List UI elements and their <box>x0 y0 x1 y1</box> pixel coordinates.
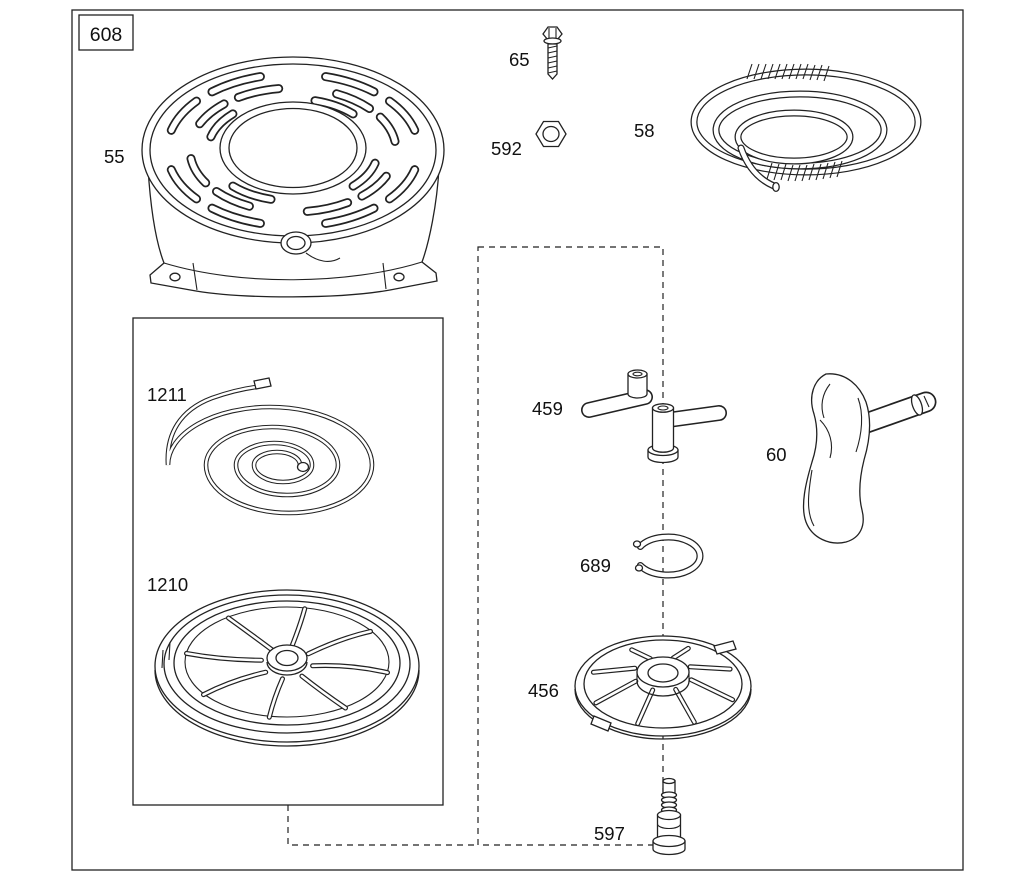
part-label-597: 597 <box>594 823 625 844</box>
part-55-blower-housing: 55 <box>104 56 445 298</box>
cup-rim-depth <box>574 688 752 740</box>
spring-pulley-group-box <box>132 317 444 806</box>
part-459-pawl-kit: 459 <box>532 369 727 464</box>
center-opening-inner <box>228 107 358 189</box>
mount-hole-right <box>393 272 405 282</box>
cup-hub-hole <box>647 663 679 683</box>
vent-slots-fill <box>168 73 418 227</box>
pulley-groove-2 <box>173 600 401 726</box>
handle-contour-3 <box>807 469 815 527</box>
rope-grommet <box>280 231 312 255</box>
part-label-60: 60 <box>766 444 787 465</box>
spring-spiral-fill <box>166 385 374 515</box>
rope-knurl-bottom <box>766 160 843 182</box>
cup-notch-tab-2 <box>590 715 612 732</box>
part-label-1211: 1211 <box>147 384 187 405</box>
figure-number-frame <box>78 14 134 51</box>
figure-number-box: 608 <box>78 14 134 51</box>
part-456-ratchet-cup: 456 <box>528 635 752 740</box>
pulley-rim-ticks <box>161 641 171 669</box>
part-label-689: 689 <box>580 555 611 576</box>
pawl-pin-b-top <box>651 403 675 413</box>
nut-hole <box>542 125 560 143</box>
pulley-groove-1 <box>163 594 411 734</box>
part-label-55: 55 <box>104 146 125 167</box>
part-1211-recoil-spring: 1211 <box>147 377 375 516</box>
part-label-459: 459 <box>532 398 563 419</box>
screw-base-flange <box>652 834 686 848</box>
cup-inner-ring <box>583 639 743 729</box>
rope-grommet-hole <box>286 235 306 251</box>
mount-hole-left <box>169 272 181 282</box>
skirt-folds <box>192 262 387 291</box>
pawl-pin-b-body <box>651 407 675 453</box>
screw-body-line <box>656 823 682 830</box>
cup-hub-depth <box>636 680 690 697</box>
rope-knurl-top <box>746 63 830 82</box>
skirt-detail <box>305 252 341 262</box>
rope-end-fill <box>738 145 777 189</box>
retaining-ring-fill <box>638 534 703 578</box>
diagram-border <box>71 9 964 871</box>
pawl-pin-a-hole <box>632 371 643 377</box>
pulley-hub <box>266 644 308 672</box>
nut-body <box>535 120 567 148</box>
pulley-fins-fill <box>185 607 389 719</box>
handle-contour-2 <box>855 397 863 453</box>
pawl-pin-a-top <box>627 369 648 379</box>
spring-outer-hook <box>253 377 272 390</box>
pulley-fin-ring <box>184 606 390 718</box>
part-597-retainer-screw: 597 <box>594 777 686 856</box>
pawl-pin-a-body <box>627 373 648 399</box>
handle-arm-collar <box>910 394 924 416</box>
ring-end-lug-bottom <box>634 564 644 572</box>
rope-end-cap <box>772 181 780 193</box>
figure-number: 608 <box>90 24 123 46</box>
rope-coil-inner-fill <box>735 110 853 164</box>
part-1210-starter-pulley: 1210 <box>147 574 420 747</box>
screw-threads <box>547 45 558 74</box>
pulley-hub-depth <box>266 661 308 676</box>
cup-notch-tab-1 <box>713 640 737 655</box>
part-label-58: 58 <box>634 120 655 141</box>
screw-washer <box>543 37 562 45</box>
pawl-pin-b-hole <box>657 405 669 411</box>
dashed-connector <box>287 805 478 846</box>
part-592-hex-nut: 592 <box>491 120 567 159</box>
handle-contour-1 <box>821 383 831 419</box>
part-label-65: 65 <box>509 49 530 70</box>
handle-contour-4 <box>819 419 833 459</box>
part-65-screw: 65 <box>509 26 563 80</box>
part-label-1210: 1210 <box>147 574 188 595</box>
pulley-hub-hole <box>275 649 299 667</box>
part-58-starter-rope: 58 <box>634 63 922 193</box>
center-opening <box>219 101 367 195</box>
dashed-assembly-outline <box>477 246 664 846</box>
pulley-rim-depth <box>154 669 420 747</box>
part-60-starter-handle: 60 <box>766 373 937 544</box>
rope-coil-outer-fill <box>691 69 921 175</box>
screw-tip-top <box>662 777 676 785</box>
spring-inner-tab <box>296 461 310 473</box>
part-label-592: 592 <box>491 138 522 159</box>
ring-end-lug-top <box>632 540 642 548</box>
cup-ribs-fill <box>592 647 734 725</box>
cup-hub <box>636 656 690 688</box>
pawl-arm-b-fill <box>661 406 726 427</box>
handle-grip-body <box>802 373 871 544</box>
part-689-retaining-ring: 689 <box>580 533 704 579</box>
handle-tip-slot <box>923 395 930 408</box>
pawl-arm-a-fill <box>582 390 652 417</box>
part-label-456: 456 <box>528 680 559 701</box>
screw-shoulder <box>656 809 682 821</box>
